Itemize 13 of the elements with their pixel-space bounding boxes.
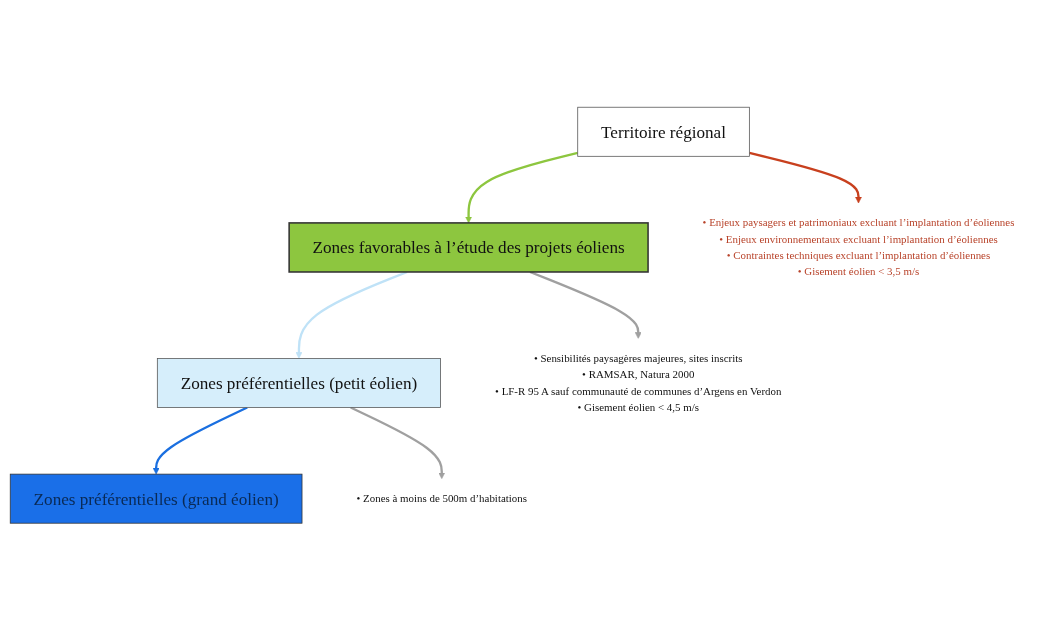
- arrow: [749, 151, 862, 204]
- arrow: [295, 270, 408, 359]
- node-text: • Zones à moins de 500m d’habitations: [356, 492, 527, 505]
- arrow: [529, 270, 642, 339]
- node-box: Zones préférentielles (grand éolien): [9, 473, 303, 524]
- node-text: • Sensibilités paysagères majeures, sites inscrits • RAMSAR, Natura 2000 • LF-R 95 A sauf communauté de communes d’Argens en Verdon • Gisement éolien < 4,5 m/s: [495, 352, 782, 414]
- node-text: • Enjeux paysagers et patrimoniaux excluant l’implantation d’éoliennes • Enjeux environnementaux excluant l’implantation d’éoliennes • Contraintes techniques excluant l’implantation d’éoliennes • Gisement éolien < 3,5 m/s: [702, 216, 1015, 278]
- node-box: Zones préférentielles (petit éolien): [156, 357, 441, 408]
- node-box: Territoire régional: [577, 106, 750, 157]
- node-box: Zones favorables à l’étude des projets éoliens: [288, 221, 649, 273]
- arrow: [465, 151, 578, 223]
- arrow: [350, 406, 446, 479]
- arrow: [152, 406, 248, 475]
